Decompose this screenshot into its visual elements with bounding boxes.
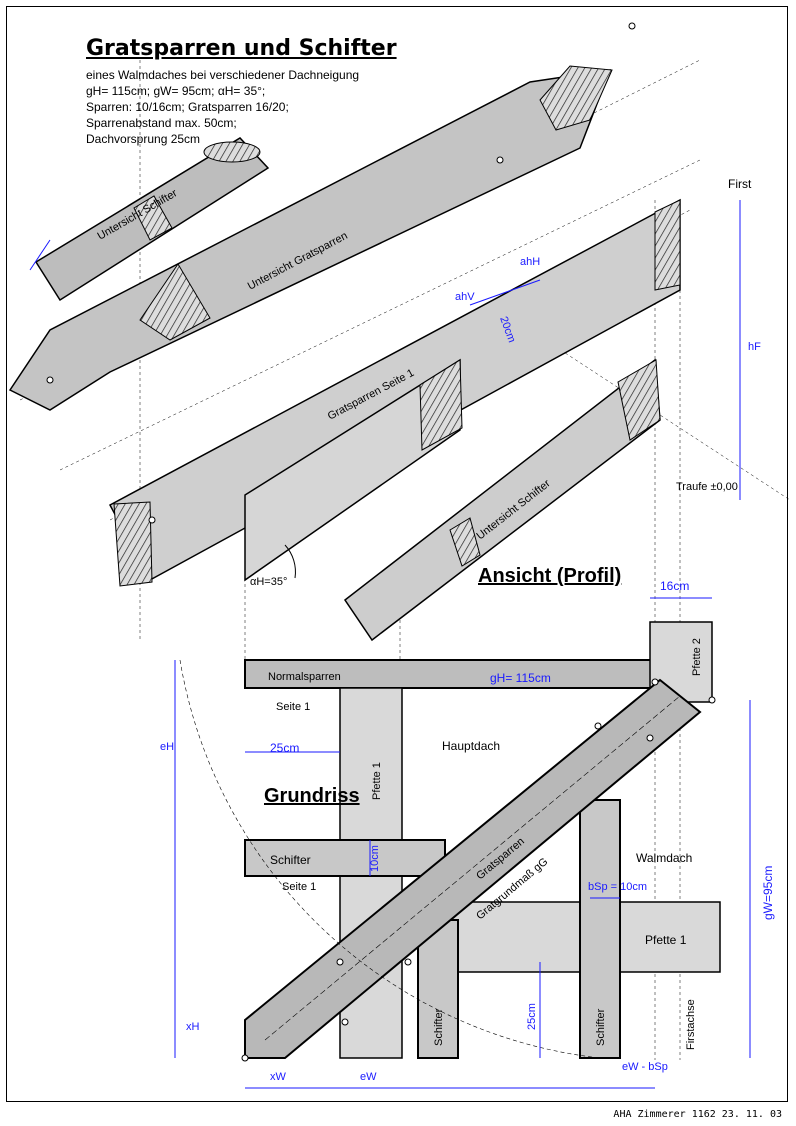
drawing-title: Gratsparren und Schifter — [86, 36, 397, 61]
schifter-end-hatch — [203, 141, 261, 163]
sheet-border — [6, 6, 788, 1102]
gh-dimension-label: gH= 115cm — [490, 671, 551, 685]
pfette1-label-vertical: Pfette 1 — [371, 762, 383, 800]
gratsparren-top-hatch — [539, 65, 613, 131]
gratsparren-cut-hatch — [139, 263, 211, 341]
grundriss-heading: Grundriss — [264, 785, 360, 807]
schifter-cut-hatch — [133, 195, 173, 241]
alpha-label: αH=35° — [250, 576, 287, 588]
schifter3-mid-hatch — [449, 517, 481, 567]
ansicht-heading: Ansicht (Profil) — [478, 565, 621, 587]
firstachse-label: Firstachse — [685, 999, 697, 1050]
alpha-arc — [284, 544, 296, 579]
hauptdach-label: Hauptdach — [442, 739, 500, 753]
spec-line: Sparren: 10/16cm; Gratsparren 16/20; — [86, 100, 289, 114]
spec-line: eines Walmdaches bei verschiedener Dachn… — [86, 68, 360, 82]
schifter1-plan — [244, 839, 446, 877]
gratsparren-plan — [244, 678, 702, 1059]
schifter3-plan — [579, 799, 621, 1059]
normalsparren-label: Normalsparren — [268, 671, 341, 683]
dim-25cm-vertical: 25cm — [526, 1003, 538, 1030]
point-markers — [46, 22, 716, 1062]
gw-dimension: gW=95cm — [761, 866, 775, 920]
schifter1-label: Schifter — [270, 853, 311, 867]
gratsparren-head-hatch — [654, 199, 681, 291]
normalsparren-plan — [244, 659, 681, 689]
xw-label: xW — [270, 1071, 287, 1083]
schifter2-label: Schifter — [433, 1008, 445, 1046]
hf-label: hF — [748, 341, 761, 353]
schifter3-hatch — [617, 359, 661, 441]
seite1-label-2: Seite 1 — [282, 881, 316, 893]
schifter3-label: Schifter — [595, 1008, 607, 1046]
traufe-label: Traufe ±0,00 — [676, 481, 738, 493]
dim-25cm: 25cm — [270, 741, 299, 755]
ahv-label: ahV — [455, 291, 475, 303]
dim-10cm: 10cm — [369, 845, 381, 872]
bsp-label: bSp = 10cm — [588, 881, 647, 893]
dim-16cm: 16cm — [660, 579, 689, 593]
schifter2-plan — [417, 919, 459, 1059]
schifter1-hatch — [419, 359, 463, 451]
pfette1-label: Pfette 1 — [645, 933, 687, 947]
spec-line: Dachvorsprung 25cm — [86, 132, 201, 146]
schifter1-profile — [244, 358, 461, 582]
seite1-label: Seite 1 — [276, 701, 310, 713]
first-label: First — [728, 177, 752, 191]
ew-bsp-label: eW - bSp — [622, 1061, 668, 1073]
xh-label: xH — [186, 1021, 200, 1033]
gratsparren-foot-hatch — [113, 501, 153, 587]
footer-credit: AHA Zimmerer 1162 23. 11. 03 — [613, 1109, 782, 1120]
construction-arc — [179, 659, 601, 1059]
dimension-lines — [29, 200, 751, 1089]
ahh-label: ahH — [520, 256, 540, 268]
pfette2-label: Pfette 2 — [691, 638, 703, 676]
eh-label: eH — [160, 741, 174, 753]
spec-line: Sparrenabstand max. 50cm; — [86, 116, 237, 130]
walmdach-label: Walmdach — [636, 851, 692, 865]
spec-line: gH= 115cm; gW= 95cm; αH= 35°; — [86, 84, 266, 98]
ew-label: eW — [360, 1071, 377, 1083]
